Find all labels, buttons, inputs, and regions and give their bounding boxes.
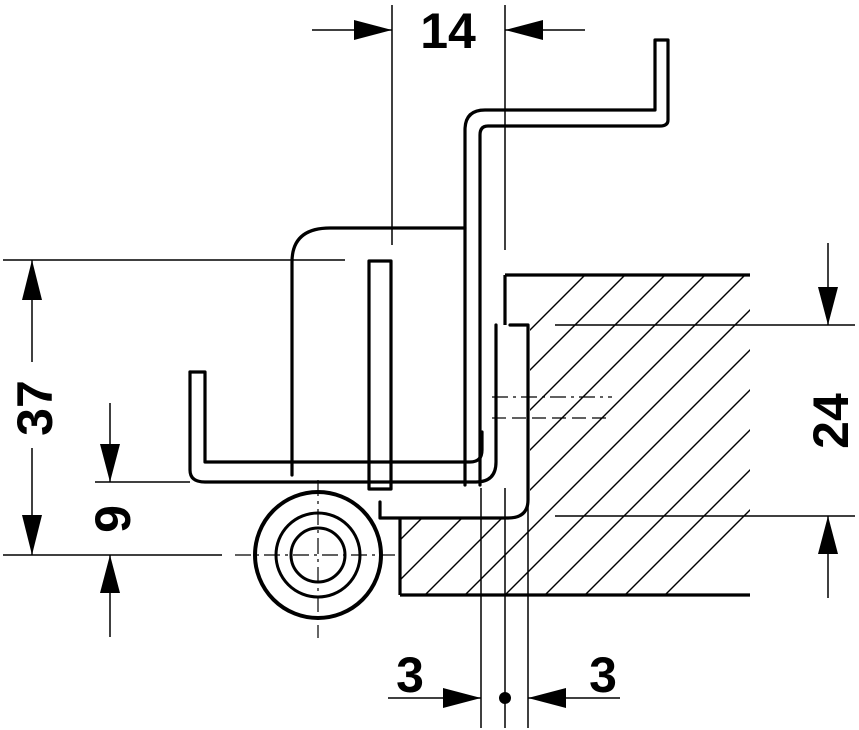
upper-leaf — [463, 38, 670, 487]
dim-3-3: 3 3 — [388, 488, 620, 728]
vertical-pin — [367, 259, 393, 491]
reference-dot — [499, 692, 511, 704]
dim-14-label: 14 — [420, 3, 476, 59]
dim-37: 37 — [3, 259, 345, 556]
dim-9-label: 9 — [85, 505, 141, 533]
knuckle — [235, 480, 395, 638]
recess-hidden-lines — [492, 324, 855, 517]
dim-37-label: 37 — [7, 380, 63, 436]
dim-14: 14 — [312, 3, 585, 250]
lower-leaf-outer — [188, 323, 498, 484]
dim-24: 24 — [803, 243, 859, 598]
frame-leaf — [378, 323, 530, 520]
dim-24-label: 24 — [803, 393, 859, 449]
dim-3-left-label: 3 — [396, 647, 424, 703]
dim-9: 9 — [85, 403, 190, 637]
lower-leaf-inner — [188, 370, 484, 464]
hinge-body — [188, 38, 670, 520]
dim-3-right-label: 3 — [589, 647, 617, 703]
hinge-cover — [290, 226, 467, 477]
